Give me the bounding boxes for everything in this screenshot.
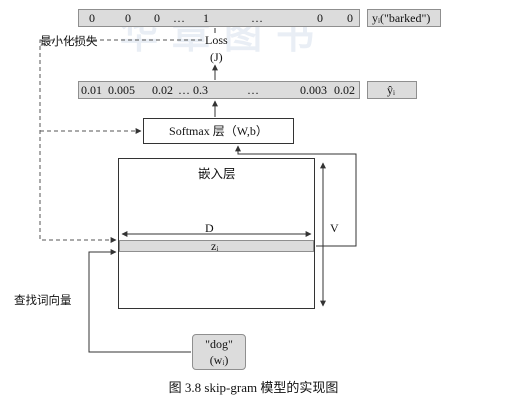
- target-value: 0: [89, 11, 95, 25]
- arrow-input-to-embedding: [88, 249, 191, 353]
- softmax-layer-box: Softmax 层（W,b）: [143, 118, 294, 144]
- target-value: …: [173, 11, 185, 25]
- prob-value: 0.02: [152, 83, 173, 97]
- dashed-minimize-to-embedding: [39, 39, 202, 243]
- input-word-box: "dog" (wᵢ): [192, 334, 246, 370]
- word-vector-label: zᵢ: [211, 239, 219, 253]
- dimension-v-label: V: [330, 221, 339, 235]
- prob-label: ŷᵢ: [387, 83, 395, 97]
- prob-value: … 0.3: [178, 83, 208, 97]
- softmax-label: Softmax 层（W,b）: [169, 124, 268, 138]
- prob-value: 0.02: [334, 83, 355, 97]
- target-label: yᵢ("barked"): [372, 11, 431, 25]
- figure-caption: 图 3.8 skip-gram 模型的实现图: [168, 380, 339, 395]
- target-value: …: [251, 11, 263, 25]
- prob-value: 0.003: [300, 83, 327, 97]
- target-value: 1: [203, 11, 209, 25]
- target-value: 0: [154, 11, 160, 25]
- target-value: 0: [317, 11, 323, 25]
- prob-value: 0.01: [81, 83, 102, 97]
- target-label-box: yᵢ("barked"): [367, 9, 441, 27]
- target-value: 0: [347, 11, 353, 25]
- dimension-d-label: D: [205, 221, 214, 235]
- arrow-embedding-to-softmax: [235, 145, 357, 247]
- input-word-symbol: (wᵢ): [209, 353, 229, 367]
- input-word: "dog": [205, 337, 233, 351]
- minimize-loss-label: 最小化损失: [40, 34, 98, 48]
- prob-vector-box: 0.01 0.005 0.02 … 0.3 … 0.003 0.02: [78, 81, 360, 99]
- prob-label-box: ŷᵢ: [367, 81, 417, 99]
- loss-title: Loss: [205, 33, 228, 47]
- prob-value: …: [247, 83, 259, 97]
- embedding-title: 嵌入层: [198, 167, 236, 181]
- target-value: 0: [125, 11, 131, 25]
- target-vector-box: 0 0 0 … 1 … 0 0: [78, 9, 360, 27]
- loss-symbol: (J): [210, 50, 223, 64]
- word-vector-row: zᵢ: [119, 239, 314, 253]
- lookup-label: 查找词向量: [14, 293, 72, 307]
- prob-value: 0.005: [108, 83, 135, 97]
